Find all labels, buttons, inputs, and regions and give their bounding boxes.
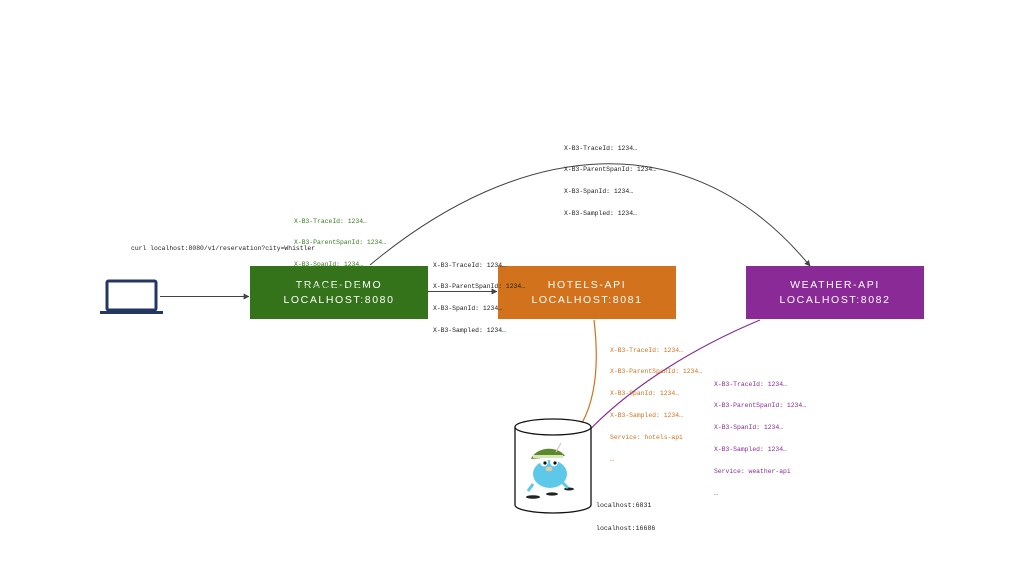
header-line: X-B3-Sampled: 1234… [294,283,367,291]
laptop-icon [100,279,163,314]
weather-span-report: X-B3-TraceId: 1234… X-B3-ParentSpanId: 1… [714,366,806,505]
header-line: X-B3-SpanId: 1234… [294,261,364,269]
weather-request-headers: X-B3-TraceId: 1234… X-B3-ParentSpanId: 1… [564,130,656,225]
header-line: X-B3-ParentSpanId: 1234… [564,166,657,174]
hotels-span-report: X-B3-TraceId: 1234… X-B3-ParentSpanId: 1… [610,332,702,471]
collector-port: localhost:6831 [596,502,652,510]
header-line: Service: weather-api [714,468,791,476]
weather-api-service: WEATHER-API LOCALHOST:8082 [746,266,924,319]
hotels-request-headers: X-B3-TraceId: 1234… X-B3-ParentSpanId: 1… [433,247,525,342]
collector-ports: localhost:6831 localhost:16686 [596,487,655,540]
header-line: X-B3-ParentSpanId: 1234… [433,283,526,291]
header-line: X-B3-ParentSpanId: 1234… [714,402,807,410]
header-line: X-B3-TraceId: 1234… [564,144,637,152]
weather-api-name: WEATHER-API [790,278,880,291]
header-line: X-B3-SpanId: 1234… [714,424,784,432]
curl-command: curl localhost:8080/v1/reservation?city=… [131,245,316,252]
hotels-api-name: HOTELS-API [547,278,627,291]
header-line: X-B3-SpanId: 1234… [564,188,634,196]
header-line: X-B3-TraceId: 1234… [294,217,367,225]
header-line: X-B3-TraceId: 1234… [714,380,787,388]
header-line: X-B3-SpanId: 1234… [433,305,503,313]
header-line: … [610,456,614,464]
header-line: … [714,490,718,498]
header-line: X-B3-ParentSpanId: 1234… [610,368,703,376]
trace-demo-headers: X-B3-TraceId: 1234… X-B3-ParentSpanId: 1… [294,203,386,298]
header-line: X-B3-TraceId: 1234… [610,346,683,354]
trace-demo-name: TRACE-DEMO [295,278,383,291]
trace-demo-service: TRACE-DEMO LOCALHOST:8080 [250,266,428,319]
header-line: X-B3-Sampled: 1234… [433,327,506,335]
weather-api-address: LOCALHOST:8082 [779,293,891,306]
collector-port: localhost:16686 [596,524,656,532]
header-line: X-B3-Sampled: 1234… [610,412,683,420]
header-line: X-B3-Sampled: 1234… [564,210,637,218]
header-line: Service: hotels-api [610,434,683,442]
header-line: X-B3-Sampled: 1234… [714,446,787,454]
header-line: X-B3-TraceId: 1234… [433,261,506,269]
trace-demo-address: LOCALHOST:8080 [283,293,395,306]
arrow-trace-demo-to-weather [369,163,811,267]
hotels-api-address: LOCALHOST:8081 [531,293,643,306]
hotels-api-service: HOTELS-API LOCALHOST:8081 [498,266,676,319]
arrow-weather-to-collector [581,319,761,439]
header-line: X-B3-SpanId: 1234… [610,390,680,398]
gopher-mascot-icon [526,442,574,499]
header-line: X-B3-ParentSpanId: 1234… [294,239,387,247]
